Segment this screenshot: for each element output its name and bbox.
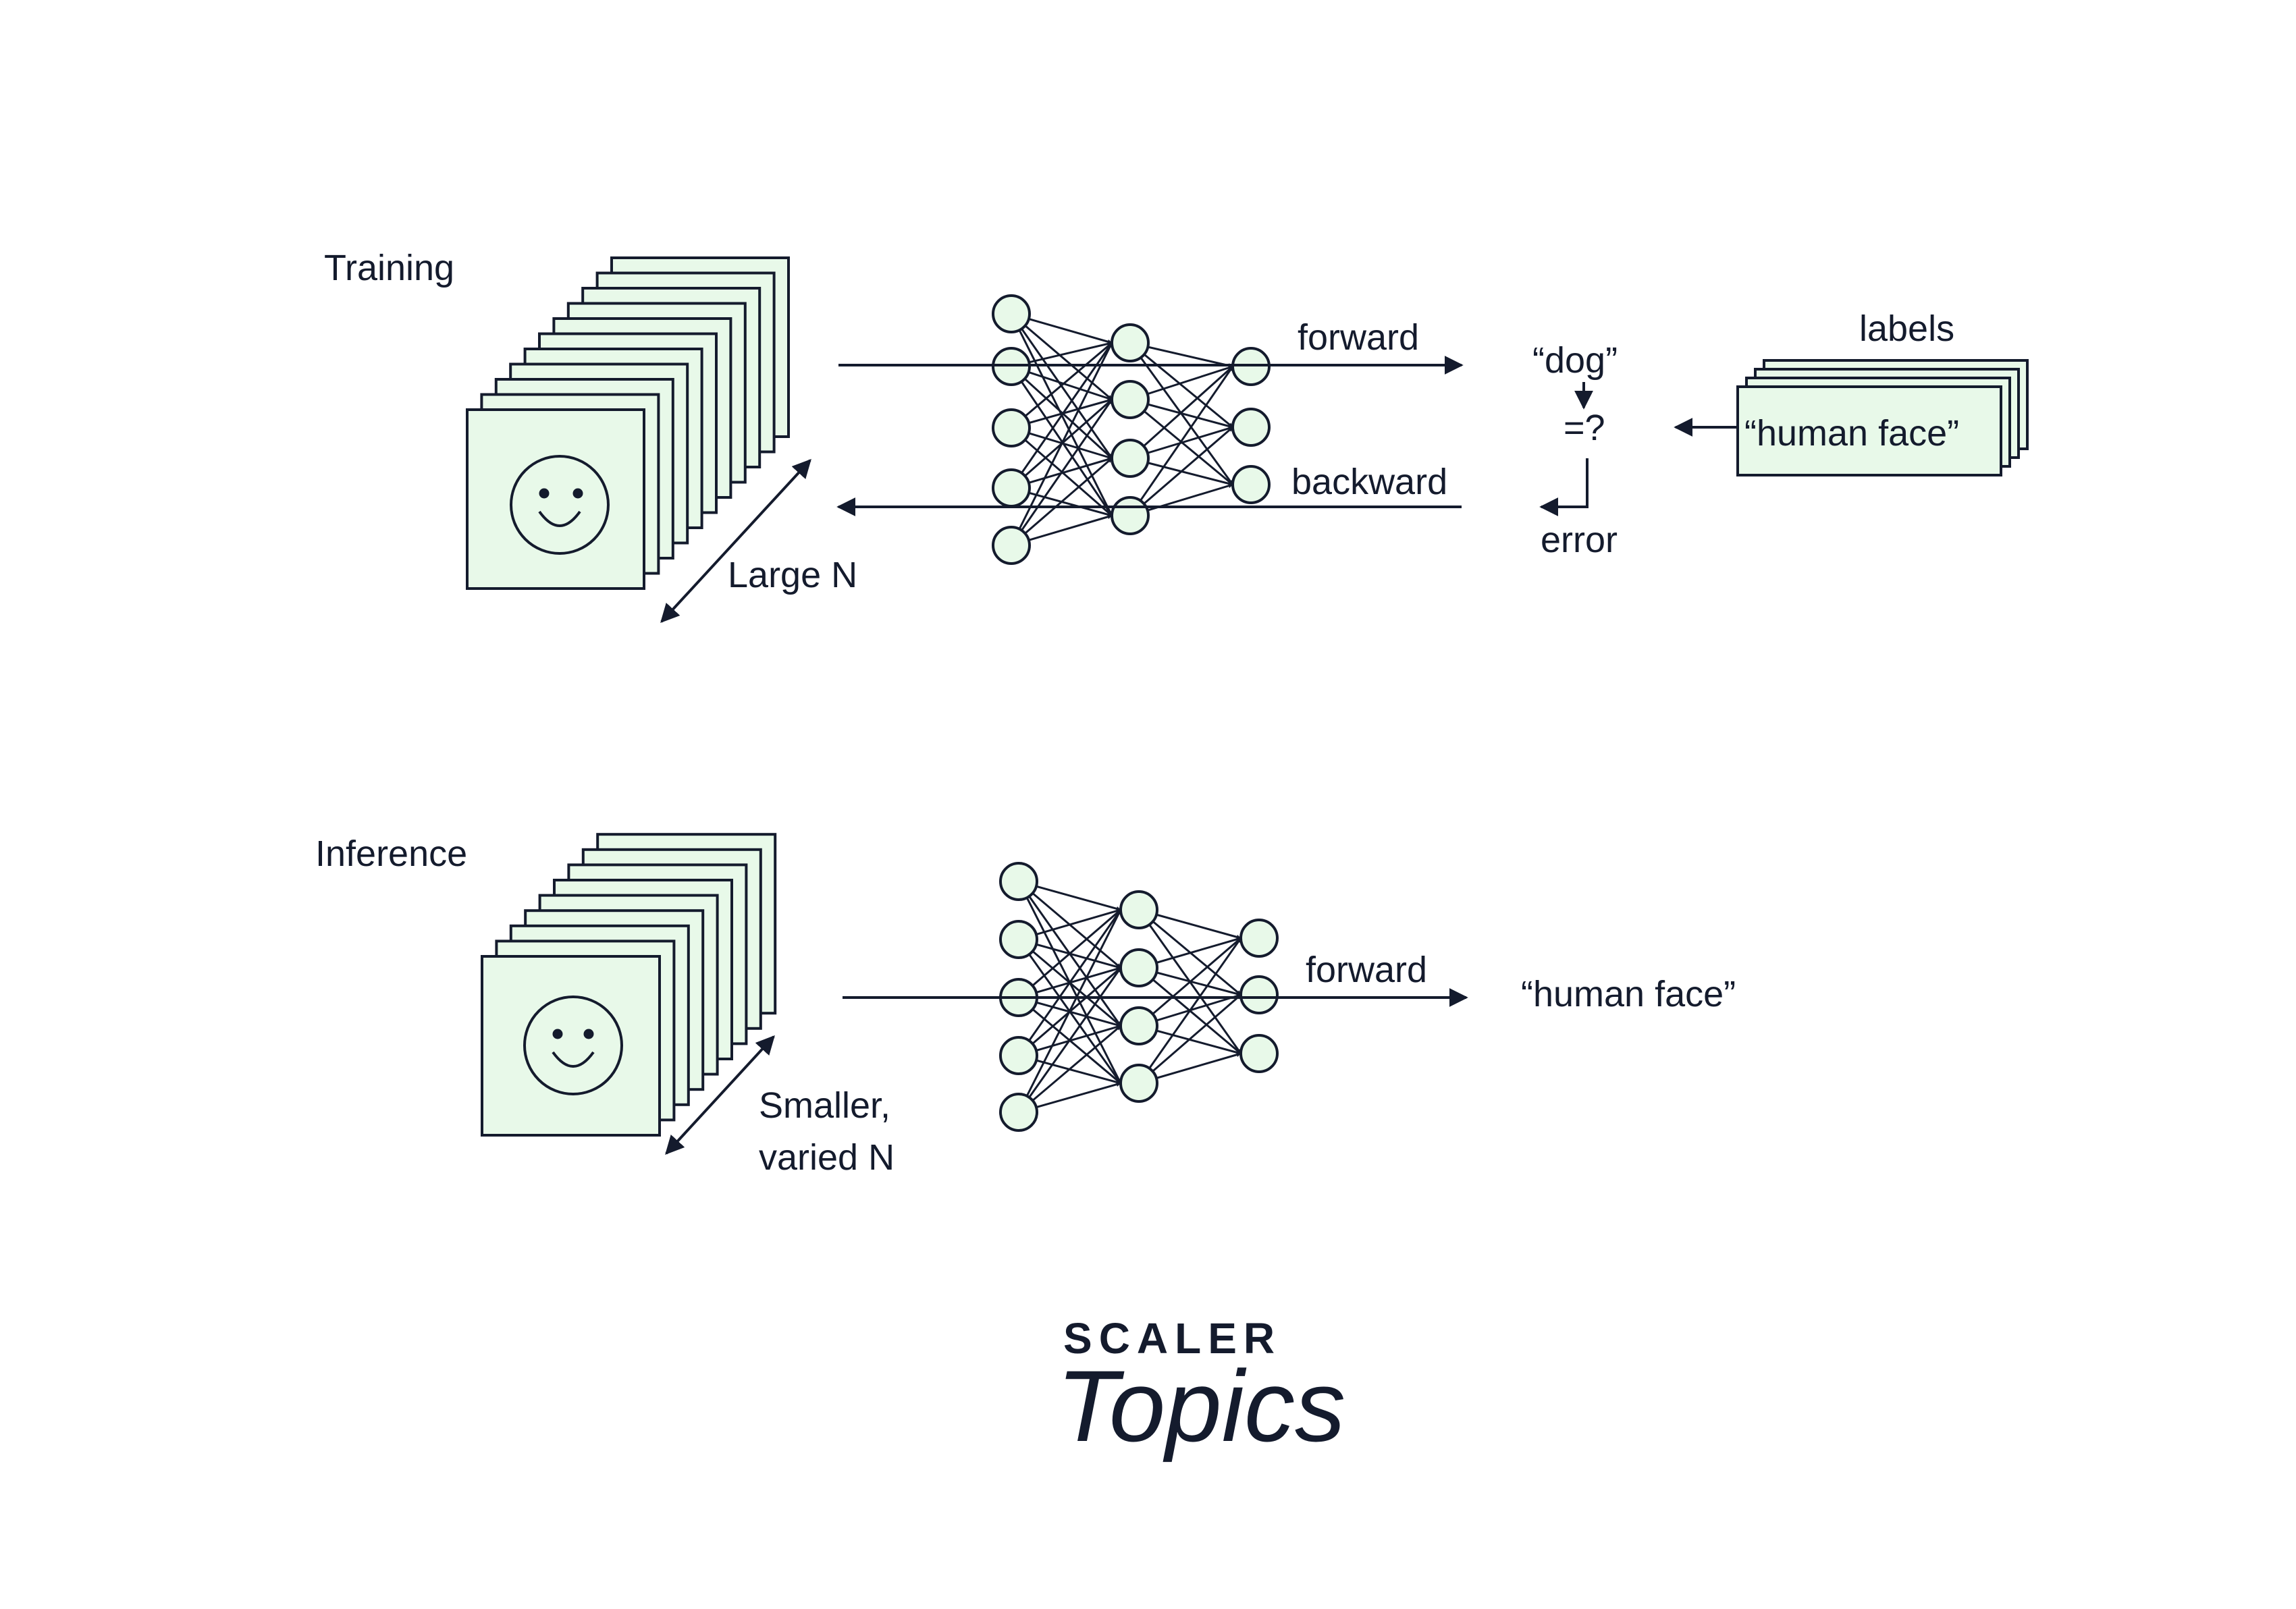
network-node bbox=[999, 1093, 1038, 1132]
network-connection bbox=[1017, 967, 1122, 1113]
labels-title: labels bbox=[1859, 308, 1954, 349]
network-connection bbox=[1129, 342, 1233, 429]
network-connection bbox=[1138, 993, 1242, 1085]
network-node bbox=[1231, 465, 1271, 504]
training-compare: =? bbox=[1564, 408, 1605, 448]
network-node bbox=[1111, 380, 1150, 419]
network-connection bbox=[1129, 366, 1234, 516]
network-node bbox=[992, 408, 1031, 447]
network-connection bbox=[1138, 937, 1242, 1027]
network-connection bbox=[1017, 909, 1122, 1056]
double-headed-arrow-icon bbox=[665, 1035, 775, 1155]
error-bent-arrow-icon bbox=[1539, 458, 1588, 516]
network-node bbox=[999, 1036, 1038, 1075]
network-node bbox=[1119, 1006, 1158, 1045]
inference-dataset-label-line2: varied N bbox=[759, 1137, 895, 1178]
double-headed-arrow-icon bbox=[660, 458, 811, 624]
network-node bbox=[1111, 496, 1150, 535]
network-node bbox=[999, 920, 1038, 959]
network-connection bbox=[1129, 365, 1234, 460]
network-node bbox=[1111, 439, 1150, 478]
network-node bbox=[1239, 919, 1279, 958]
network-connection bbox=[1129, 426, 1233, 517]
network-node bbox=[1239, 975, 1279, 1014]
network-connection bbox=[1018, 908, 1121, 999]
network-connection bbox=[1010, 342, 1113, 546]
inference-front-image bbox=[481, 955, 661, 1137]
training-front-card bbox=[466, 408, 645, 590]
network-node bbox=[1119, 1064, 1158, 1103]
network-connection bbox=[1010, 342, 1113, 489]
smiley-face-icon bbox=[510, 455, 610, 555]
training-dataset-label: Large N bbox=[728, 555, 857, 595]
training-prediction: “dog” bbox=[1532, 340, 1618, 381]
network-connection bbox=[1010, 366, 1113, 516]
network-node bbox=[1111, 323, 1150, 362]
label-value: “human face” bbox=[1744, 413, 1959, 454]
inference-neural-network bbox=[999, 862, 1279, 1132]
inference-output: “human face” bbox=[1521, 974, 1736, 1014]
network-connection bbox=[1011, 312, 1113, 401]
training-title: Training bbox=[324, 248, 454, 288]
network-connection bbox=[1010, 365, 1113, 460]
smiley-face-icon bbox=[523, 996, 623, 1095]
scaler-topics-logo: SCALER Topics bbox=[1057, 1314, 1345, 1463]
network-connection bbox=[1011, 342, 1113, 429]
inference-front-card bbox=[481, 955, 661, 1137]
network-connection bbox=[1017, 909, 1122, 1113]
logo-scaler-text: SCALER bbox=[1063, 1314, 1281, 1363]
network-node bbox=[1231, 408, 1271, 447]
network-node bbox=[992, 294, 1031, 333]
network-connection bbox=[1010, 399, 1113, 546]
training-front-image bbox=[466, 408, 645, 590]
training-backward-label: backward bbox=[1291, 462, 1447, 502]
network-node bbox=[999, 862, 1038, 901]
network-node bbox=[992, 468, 1031, 508]
training-section: Training Large N forward backward “dog” … bbox=[324, 248, 2029, 624]
logo-topics-text: Topics bbox=[1057, 1349, 1345, 1463]
label-front-card bbox=[1736, 385, 2002, 476]
inference-section: Inference Smaller, varied N forward “hum… bbox=[315, 833, 1736, 1178]
network-node bbox=[1119, 948, 1158, 987]
network-node bbox=[992, 526, 1031, 565]
training-forward-label: forward bbox=[1298, 317, 1419, 358]
network-node bbox=[1239, 1034, 1279, 1073]
inference-title: Inference bbox=[315, 834, 467, 874]
training-neural-network bbox=[992, 294, 1271, 565]
inference-dataset-label-line1: Smaller, bbox=[759, 1085, 890, 1126]
network-connection bbox=[1018, 1025, 1121, 1114]
inference-forward-label: forward bbox=[1306, 950, 1427, 990]
network-node bbox=[1119, 890, 1158, 929]
training-error-label: error bbox=[1541, 520, 1618, 560]
network-connection bbox=[1138, 937, 1242, 1084]
network-connection bbox=[1011, 457, 1113, 547]
